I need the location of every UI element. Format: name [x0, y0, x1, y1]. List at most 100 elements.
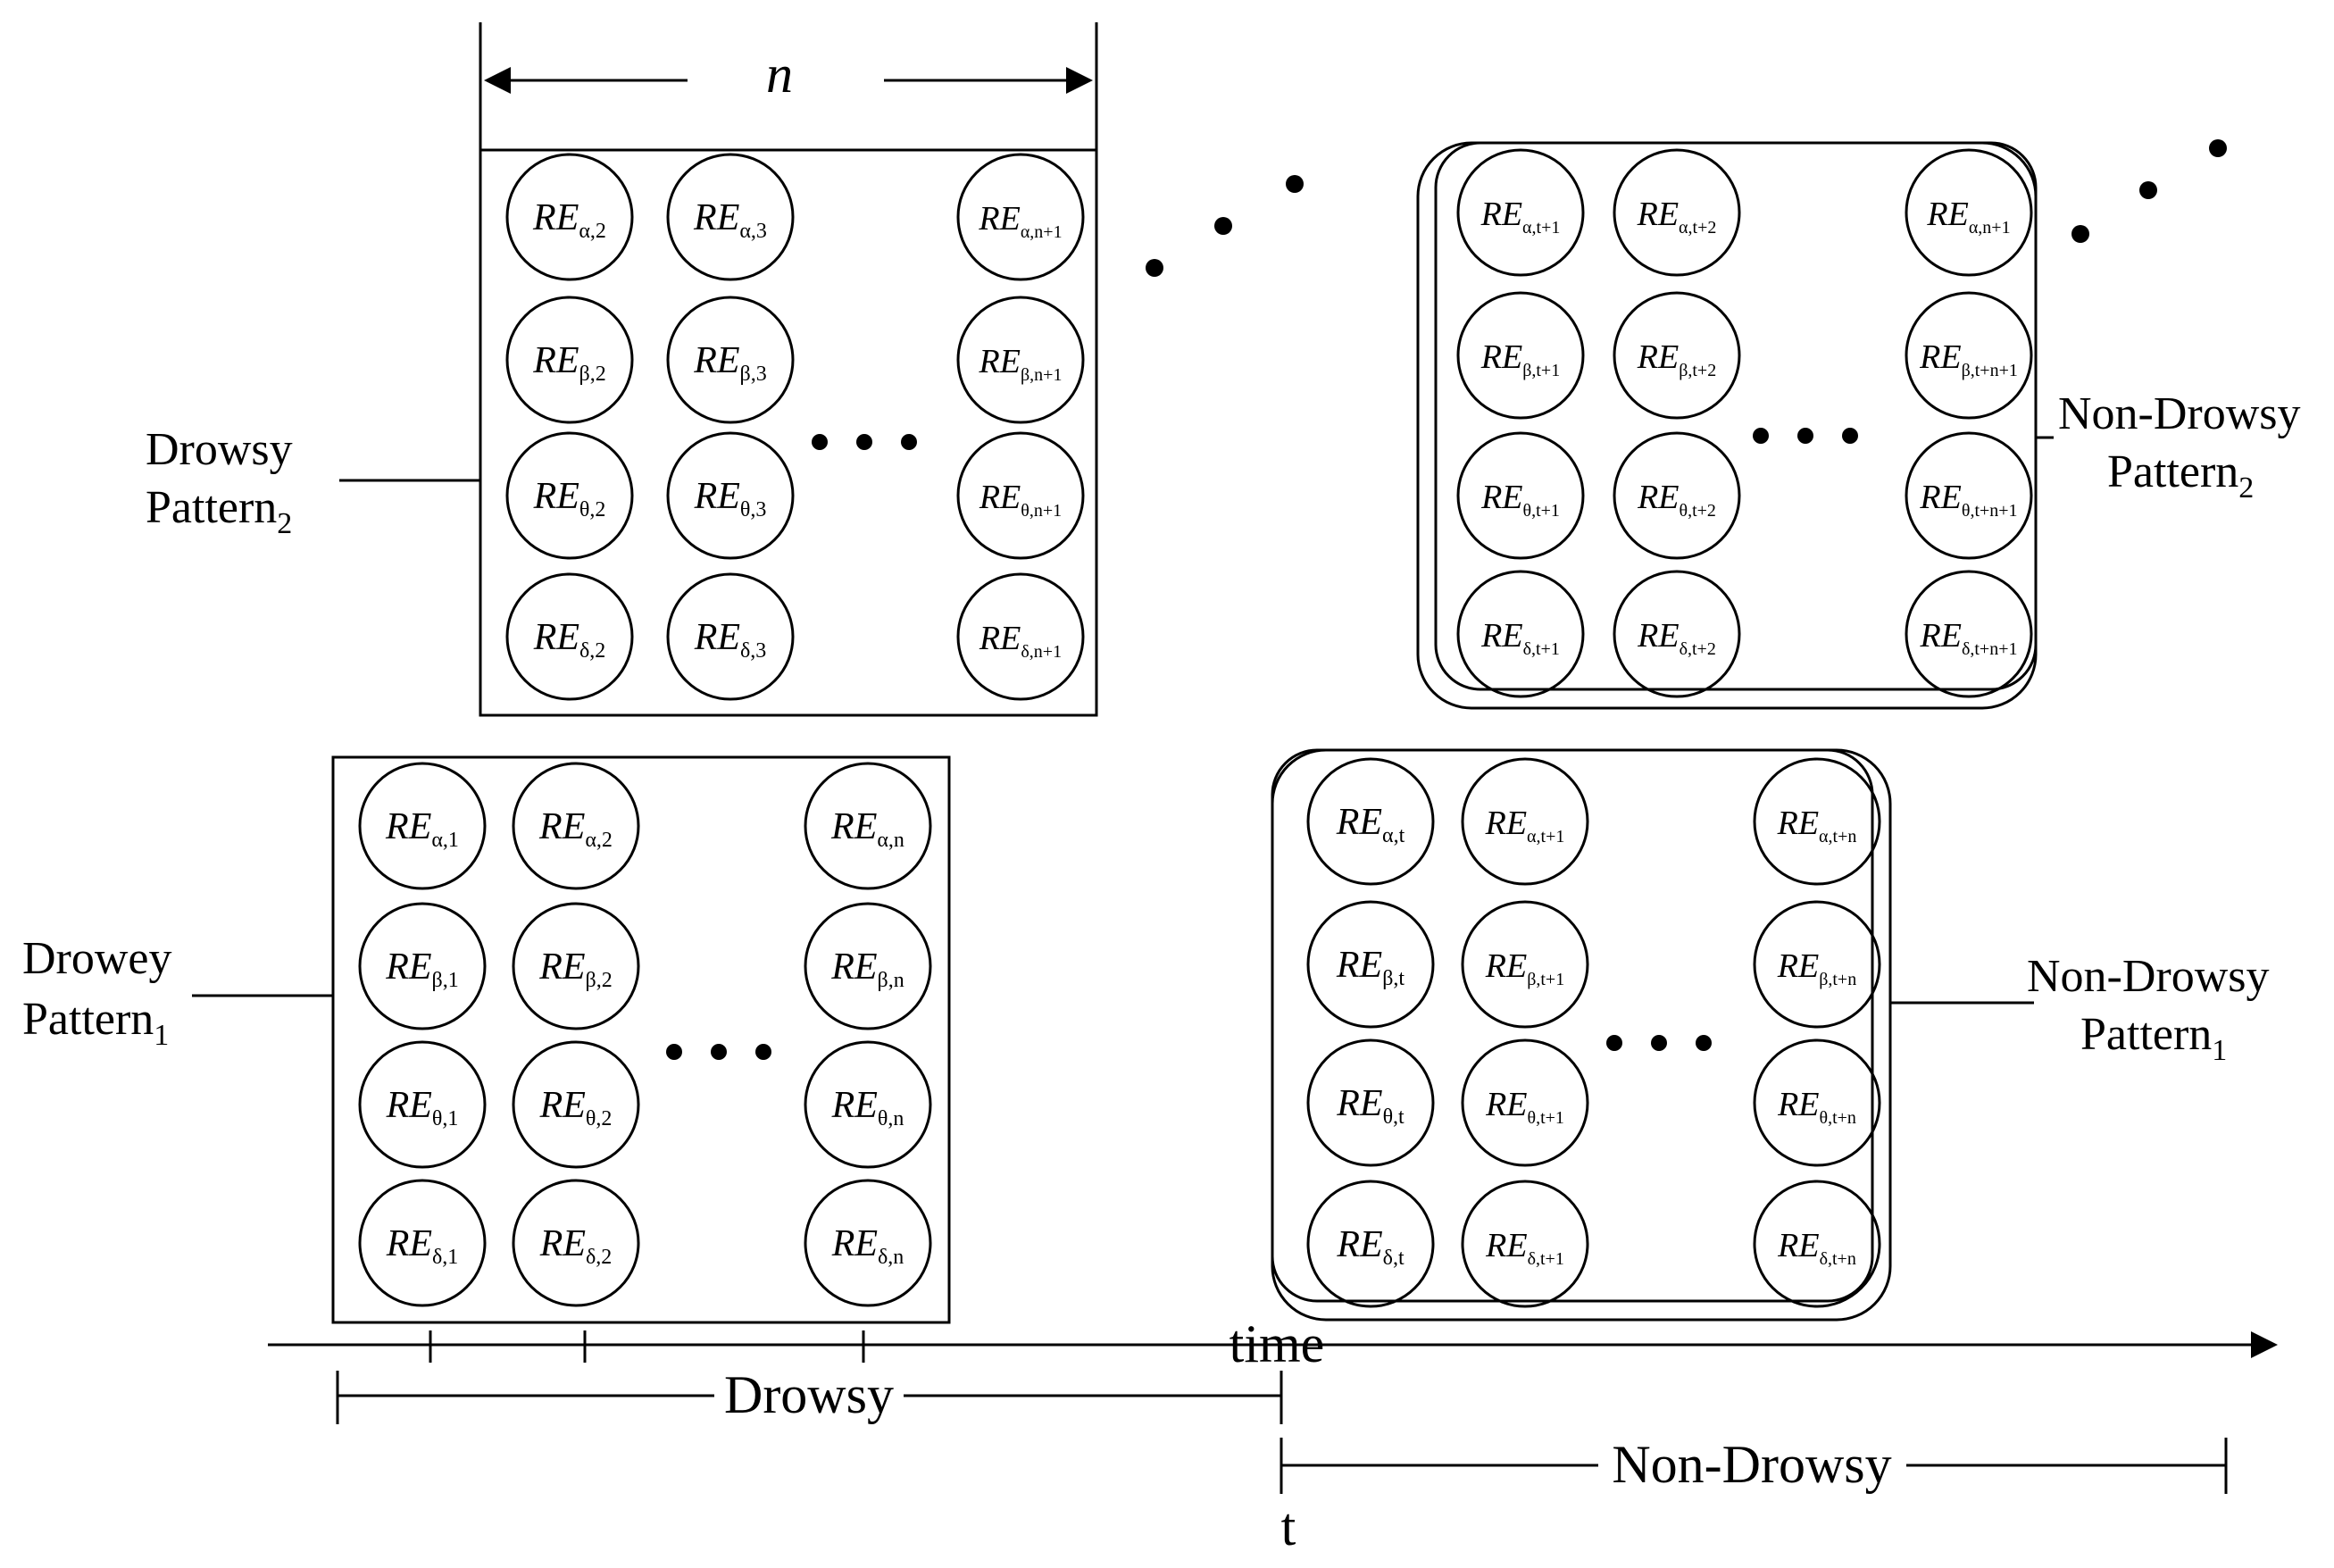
re-node-circle — [505, 296, 634, 424]
re-node: REδ,t+2 — [1613, 570, 1741, 698]
non-drowsy-pattern-2-label-line1: Non-Drowsy — [2058, 388, 2301, 439]
re-node-label: REδ,2 — [533, 617, 606, 663]
re-node: REδ,t+1 — [1461, 1180, 1589, 1308]
re-node-circle — [1456, 431, 1585, 560]
continuation-dots-right — [2071, 139, 2227, 243]
drowsy-pattern-2-panel: REα,2REβ,2REθ,2REδ,2REα,3REβ,3REθ,3REδ,3… — [479, 148, 1098, 717]
re-node-circle — [1306, 757, 1435, 886]
re-node: REδ,t+n+1 — [1905, 570, 2033, 698]
re-node: REα,t+1 — [1456, 148, 1585, 277]
re-node: REβ,2 — [505, 296, 634, 424]
non-drowsy-pattern-2-label-line2: Pattern2 — [2107, 446, 2254, 505]
re-node-label: REδ,t — [1336, 1224, 1405, 1270]
re-node-label: REθ,n+1 — [979, 479, 1062, 521]
re-node-label: REθ,2 — [539, 1085, 613, 1130]
re-node: REδ,t+1 — [1456, 570, 1585, 698]
re-node: REα,t+n — [1753, 757, 1881, 886]
t-label: t — [1281, 1497, 1296, 1556]
re-node-circle — [512, 902, 640, 1030]
re-node-circle — [505, 153, 634, 281]
re-node-label: REβ,t+1 — [1480, 338, 1560, 380]
non-drowsy-pattern-1-nodes: REα,tREβ,tREθ,tREδ,tREα,t+1REβ,t+1REθ,t+… — [1306, 757, 1881, 1308]
re-node-label: REβ,t+2 — [1637, 338, 1716, 380]
re-node-label: REβ,2 — [538, 947, 613, 992]
re-node: REβ,1 — [358, 902, 487, 1030]
re-node-label: REβ,t+n+1 — [1919, 338, 2018, 380]
re-node: REθ,t+2 — [1613, 431, 1741, 560]
re-node-circle — [1905, 431, 2033, 560]
re-node-label: REθ,t+n+1 — [1919, 479, 2017, 521]
re-node: REα,3 — [666, 153, 795, 281]
re-node-label: REα,2 — [532, 197, 606, 243]
re-node-circle — [804, 902, 932, 1030]
re-node-circle — [1753, 757, 1881, 886]
re-node-label: REβ,2 — [532, 340, 606, 386]
re-node-circle — [512, 1179, 640, 1307]
re-node: REβ,t+n+1 — [1905, 291, 2033, 420]
re-node: REβ,3 — [666, 296, 795, 424]
re-node-circle — [1461, 900, 1589, 1029]
drowsy-pattern-1-panel: REα,1REβ,1REθ,1REδ,1REα,2REβ,2REθ,2REδ,2… — [331, 755, 951, 1324]
re-node-circle — [512, 1040, 640, 1169]
non-drowsy-span-label: Non-Drowsy — [1612, 1435, 1891, 1494]
re-node: REδ,n — [804, 1179, 932, 1307]
re-node-circle — [666, 153, 795, 281]
re-node-circle — [1461, 1038, 1589, 1167]
re-node: REα,n+1 — [956, 153, 1085, 281]
re-node-circle — [1613, 431, 1741, 560]
re-node-label: REδ,n — [831, 1223, 904, 1269]
re-node: REθ,t+n — [1753, 1038, 1881, 1167]
time-axis-label: time — [1230, 1314, 1325, 1373]
non-drowsy-pattern-1-label-line2: Pattern1 — [2080, 1009, 2227, 1067]
re-node-circle — [1456, 291, 1585, 420]
re-node-circle — [1461, 757, 1589, 886]
re-node-label: REθ,3 — [694, 476, 767, 521]
re-node-label: REα,n+1 — [978, 200, 1062, 242]
non-drowsy-pattern-2-nodes: REα,t+1REβ,t+1REθ,t+1REδ,t+1REα,t+2REβ,t… — [1456, 148, 2033, 698]
re-node: REβ,n — [804, 902, 932, 1030]
re-node: REθ,1 — [358, 1040, 487, 1169]
re-node: REθ,3 — [666, 431, 795, 560]
drowsy-span-label: Drowsy — [724, 1365, 894, 1424]
re-node-circle — [1753, 1038, 1881, 1167]
re-node: REδ,3 — [666, 572, 795, 701]
re-node-label: REθ,t+1 — [1485, 1086, 1564, 1128]
re-node-circle — [1306, 1038, 1435, 1167]
re-node: REδ,2 — [505, 572, 634, 701]
re-node-label: REα,n+1 — [1926, 196, 2010, 238]
window-width-dimension: n — [479, 22, 1098, 150]
drowsy-pattern-2-label-line2: Pattern2 — [146, 482, 292, 540]
re-node: REβ,2 — [512, 902, 640, 1030]
re-node-label: REθ,n — [831, 1085, 904, 1130]
re-node: REθ,t+1 — [1461, 1038, 1589, 1167]
re-node: REδ,2 — [512, 1179, 640, 1307]
drowsy-pattern-2-nodes: REα,2REβ,2REθ,2REδ,2REα,3REβ,3REθ,3REδ,3… — [505, 153, 1085, 701]
drowsy-pattern-1-label-line1: Drowey — [22, 933, 172, 984]
re-node-circle — [505, 431, 634, 560]
re-node: REθ,t+n+1 — [1905, 431, 2033, 560]
re-node-circle — [1456, 148, 1585, 277]
drowsy-pattern-1-nodes: REα,1REβ,1REθ,1REδ,1REα,2REβ,2REθ,2REδ,2… — [358, 762, 932, 1307]
re-node-label: REδ,t+2 — [1637, 617, 1716, 659]
re-node: REα,t — [1306, 757, 1435, 886]
re-node: REδ,t+n — [1753, 1180, 1881, 1308]
re-node: REθ,n — [804, 1040, 932, 1169]
re-node: REβ,t — [1306, 900, 1435, 1029]
ellipsis-dots — [812, 434, 917, 450]
re-node-label: REδ,1 — [386, 1223, 459, 1269]
re-node-label: REβ,n+1 — [979, 343, 1063, 385]
re-node-label: REα,1 — [385, 806, 459, 852]
re-node-circle — [804, 762, 932, 890]
re-node: REα,1 — [358, 762, 487, 890]
re-node-label: REδ,t+1 — [1480, 617, 1560, 659]
re-node-circle — [1461, 1180, 1589, 1308]
re-node-circle — [666, 431, 795, 560]
re-node-circle — [512, 762, 640, 890]
window-width-label: n — [766, 45, 793, 104]
continuation-dots-left — [1146, 175, 1304, 277]
non-drowsy-pattern-1-label-line1: Non-Drowsy — [2027, 951, 2270, 1002]
re-node: REβ,n+1 — [956, 296, 1085, 424]
non-drowsy-span: Non-Drowsy t — [1280, 1435, 2228, 1556]
re-node: REα,t+1 — [1461, 757, 1589, 886]
re-node: REθ,t — [1306, 1038, 1435, 1167]
